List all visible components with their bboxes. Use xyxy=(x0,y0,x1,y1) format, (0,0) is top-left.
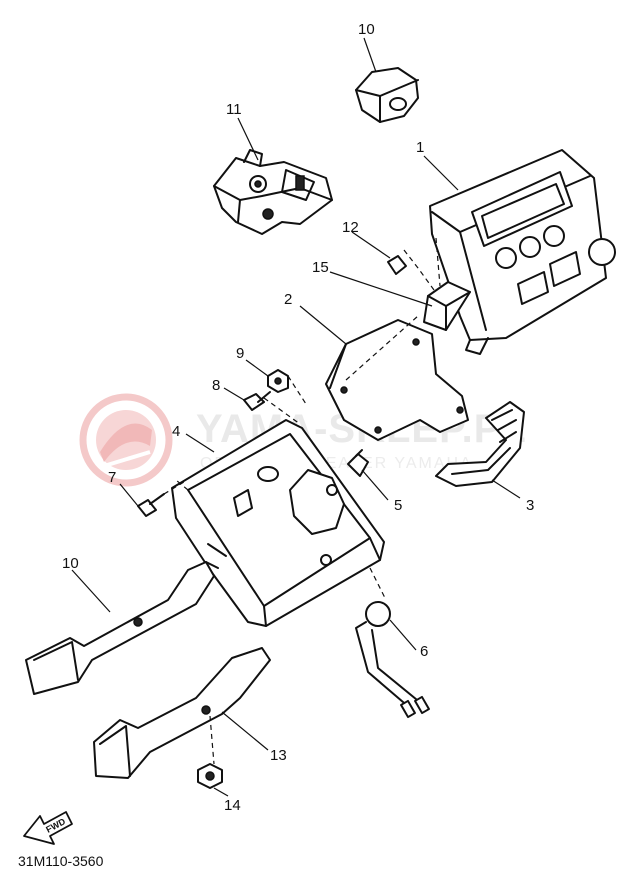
watermark-logo-icon xyxy=(79,393,173,487)
callout-1: 1 xyxy=(416,139,424,156)
callout-10-upper: 10 xyxy=(62,555,79,572)
callout-4: 4 xyxy=(172,423,180,440)
callout-13: 11 xyxy=(226,101,242,118)
part-7-screw xyxy=(137,481,185,517)
leader-lines xyxy=(71,37,521,797)
diagram-code: 31M110-3560 xyxy=(18,853,104,869)
part-13-switch-unit xyxy=(213,149,333,235)
part-9-nut xyxy=(267,369,307,405)
part-14-bulb xyxy=(387,249,435,291)
part-6-bulb-wires xyxy=(355,567,430,719)
callout-9: 9 xyxy=(236,345,244,362)
callout-8: 8 xyxy=(212,377,220,394)
part-3-wire-harness xyxy=(435,401,525,487)
callout-10-lower: 13 xyxy=(270,747,287,764)
part-11-nut xyxy=(197,763,223,789)
callout-5: 5 xyxy=(394,497,402,514)
part-15-connector xyxy=(423,281,471,331)
part-10-lower-stay xyxy=(93,647,271,779)
callout-7: 7 xyxy=(108,469,116,486)
fwd-arrow: FWD xyxy=(23,811,73,845)
part-2-bracket xyxy=(325,315,469,441)
part-12-grommet xyxy=(355,67,419,123)
fwd-arrow-icon xyxy=(23,811,73,845)
callout-2: 2 xyxy=(284,291,292,308)
part-8-screw xyxy=(243,391,301,425)
part-5-bulb-socket xyxy=(347,449,369,477)
callout-11: 14 xyxy=(224,797,241,814)
callout-15: 15 xyxy=(312,259,329,276)
callout-6: 6 xyxy=(420,643,428,660)
callout-12: 10 xyxy=(358,21,375,38)
callout-3: 3 xyxy=(526,497,534,514)
part-4-housing xyxy=(171,419,385,627)
callout-14: 12 xyxy=(342,219,359,236)
part-1-meter-unit xyxy=(429,149,616,355)
callouts: 10 11 1 12 15 2 9 8 4 7 5 3 6 10 13 14 xyxy=(62,21,534,814)
part-10-upper-stay xyxy=(25,561,219,695)
